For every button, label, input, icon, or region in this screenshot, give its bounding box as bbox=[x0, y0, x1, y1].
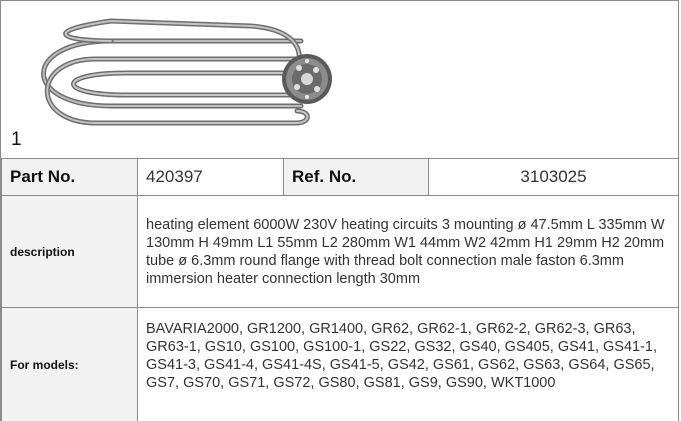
description-label: description bbox=[1, 195, 138, 308]
part-ref-row: Part No. 420397 Ref. No. 3103025 bbox=[1, 158, 679, 196]
models-text: BAVARIA2000, GR1200, GR1400, GR62, GR62-… bbox=[137, 307, 679, 421]
product-image-area: 1 bbox=[1, 1, 678, 157]
part-no-value: 420397 bbox=[137, 158, 284, 196]
description-row: description heating element 6000W 230V h… bbox=[1, 195, 679, 308]
spec-table: Part No. 420397 Ref. No. 3103025 descrip… bbox=[1, 158, 679, 421]
models-label: For models: bbox=[1, 307, 138, 421]
heating-element-image bbox=[41, 18, 332, 126]
description-text: heating element 6000W 230V heating circu… bbox=[137, 195, 679, 308]
ref-no-label: Ref. No. bbox=[283, 158, 429, 196]
part-no-label: Part No. bbox=[1, 158, 138, 196]
image-index-number: 1 bbox=[11, 129, 22, 150]
ref-no-value: 3103025 bbox=[428, 158, 679, 196]
models-row: For models: BAVARIA2000, GR1200, GR1400,… bbox=[1, 307, 679, 421]
